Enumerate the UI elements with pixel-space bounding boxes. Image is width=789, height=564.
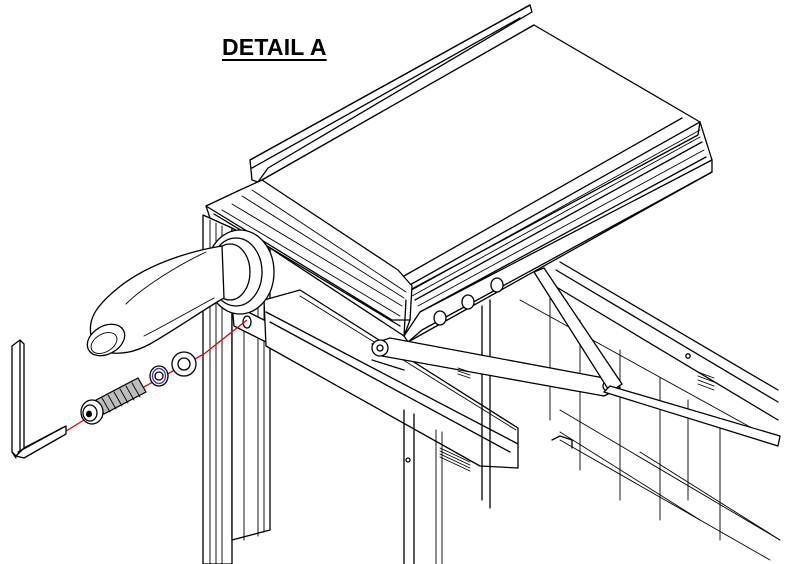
roof-panel bbox=[205, 4, 713, 343]
spring-center bbox=[457, 367, 471, 379]
detail-title: DETAIL A bbox=[222, 34, 327, 60]
frame bbox=[202, 214, 781, 564]
spring-lower bbox=[439, 447, 471, 472]
hex-key bbox=[11, 339, 67, 459]
flat-washer bbox=[171, 351, 197, 377]
socket-bolt bbox=[80, 377, 147, 425]
spring-washer bbox=[149, 365, 169, 387]
spring-right bbox=[697, 371, 715, 391]
stay-arm bbox=[371, 267, 781, 447]
springs bbox=[439, 367, 715, 472]
knob bbox=[86, 229, 275, 357]
